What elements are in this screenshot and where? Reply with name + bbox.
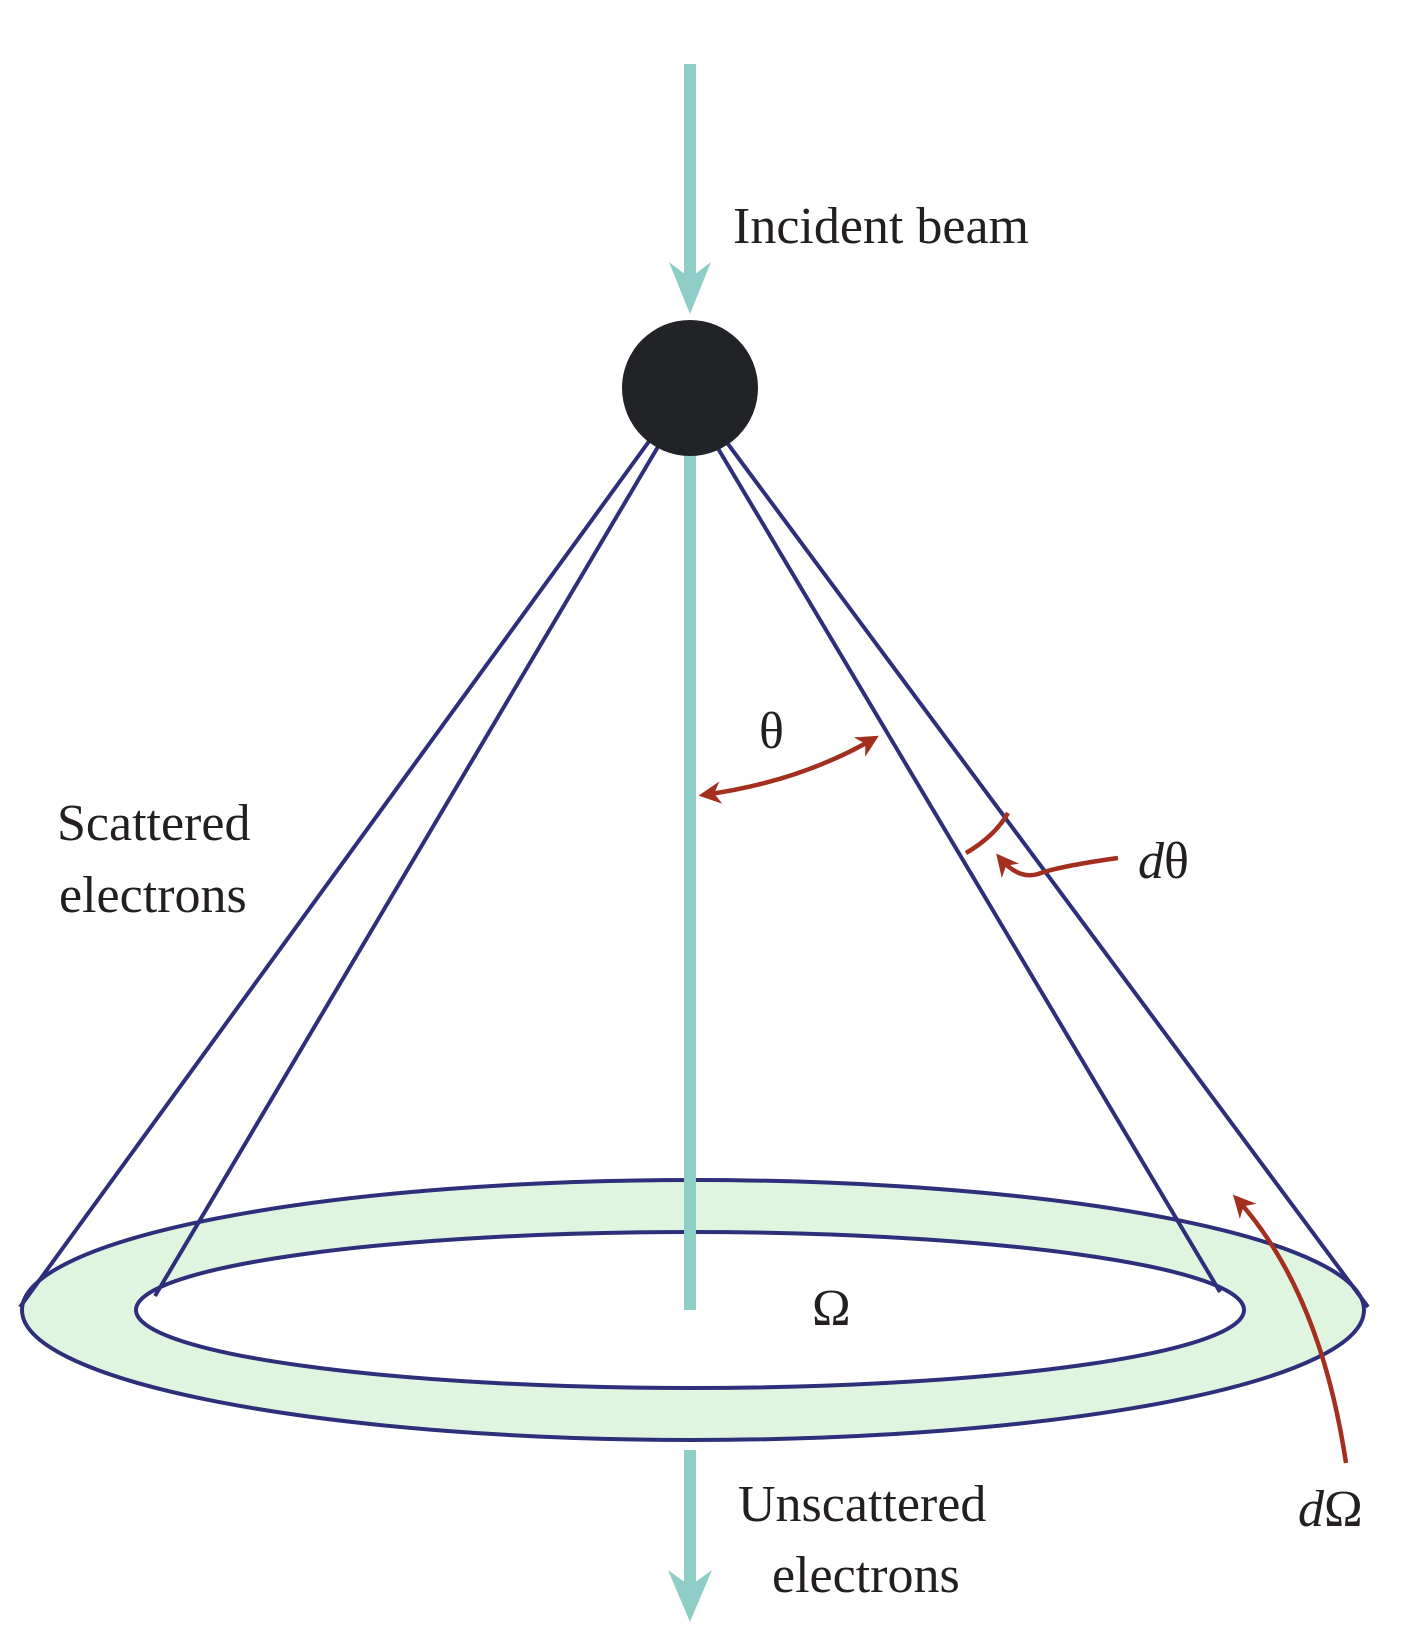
incident-beam-label: Incident beam bbox=[733, 198, 1029, 255]
unscattered-beam-arrowhead bbox=[668, 1570, 712, 1622]
outer-cone-left-line bbox=[18, 438, 652, 1309]
omega-label: Ω bbox=[812, 1280, 851, 1337]
scattered-electrons-label-line1: Scattered bbox=[57, 795, 250, 852]
theta-label: θ bbox=[759, 703, 784, 760]
d-theta-arc bbox=[964, 811, 1010, 855]
d-omega-label: dΩ bbox=[1298, 1481, 1363, 1538]
d-theta-arrow bbox=[996, 853, 1119, 879]
solid-angle-annulus bbox=[22, 1180, 1364, 1440]
theta-angle-arrow bbox=[698, 735, 879, 804]
incident-beam-arrowhead bbox=[669, 262, 711, 314]
d-omega-arrow bbox=[1232, 1194, 1349, 1464]
scattering-center bbox=[622, 320, 758, 456]
unscattered-electrons-label-line1: Unscattered bbox=[738, 1476, 986, 1533]
inner-cone-left-line bbox=[153, 438, 664, 1298]
unscattered-electrons-label-line2: electrons bbox=[772, 1547, 960, 1604]
scattered-electrons-label-line2: electrons bbox=[59, 867, 247, 924]
inner-cone-right-line bbox=[711, 438, 1222, 1294]
d-theta-label: dθ bbox=[1138, 833, 1189, 890]
